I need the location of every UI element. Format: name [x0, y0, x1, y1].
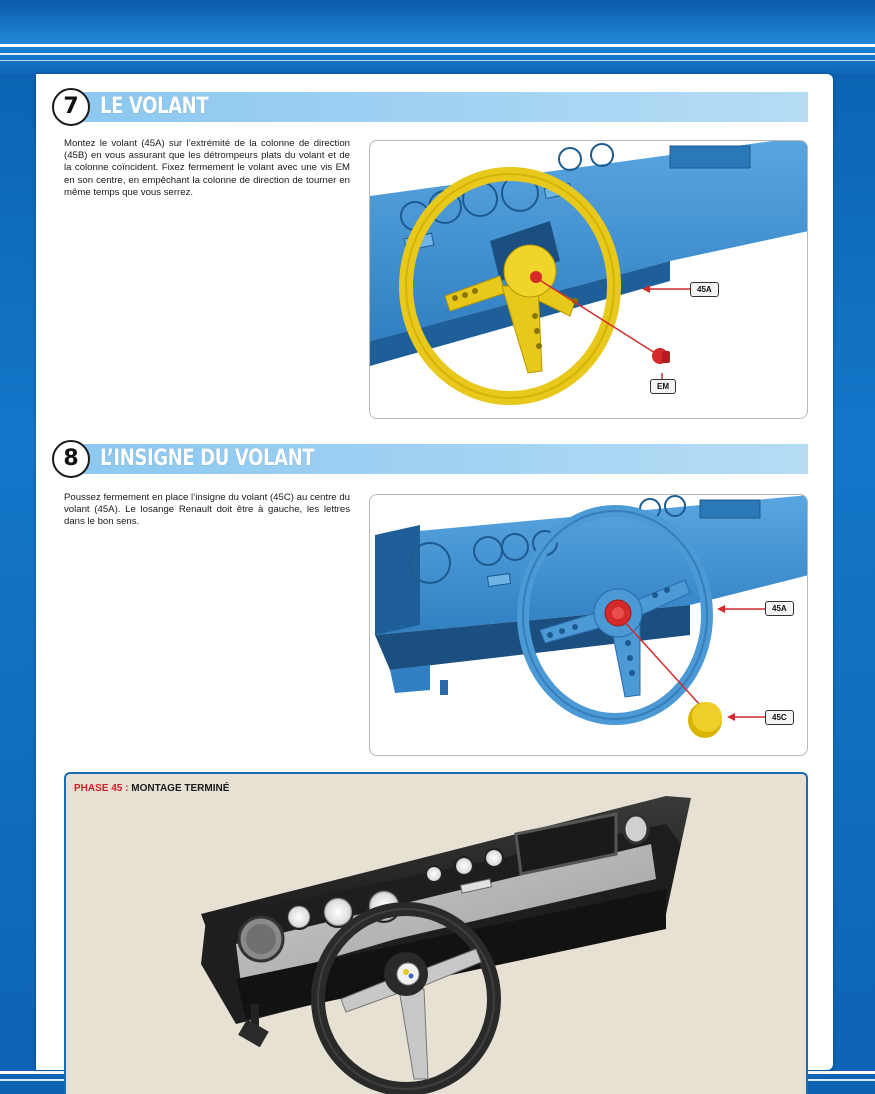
step-title: L’INSIGNE DU VOLANT [100, 446, 315, 471]
steering-wheel [399, 167, 621, 405]
step-title-bar [82, 92, 808, 122]
steering-wheel [517, 505, 713, 725]
step-title-bar [82, 444, 808, 474]
phase-title: MONTAGE TERMINÉ [131, 783, 230, 794]
callout-em: EM [650, 379, 676, 394]
step-8-instructions: Poussez fermement en place l’insigne du … [64, 492, 350, 528]
step-7-instructions: Montez le volant (45A) sur l’extrémité d… [64, 138, 350, 198]
badge-45c [688, 702, 722, 738]
callout-45c: 45C [765, 710, 794, 725]
step-7-header: 7 LE VOLANT [52, 88, 808, 126]
top-stripe [0, 44, 875, 47]
callout-45a: 45A [765, 601, 794, 616]
step-number: 8 [52, 440, 90, 478]
step-8-illustration: 45A 45C [369, 494, 808, 756]
phase-heading: PHASE 45 : MONTAGE TERMINÉ [74, 783, 229, 794]
screw-em [652, 348, 670, 364]
top-banner [0, 0, 875, 74]
steering-badge-assembly-drawing [375, 495, 807, 738]
phase-label: PHASE 45 : [74, 783, 129, 794]
step-8-header: 8 L’INSIGNE DU VOLANT [52, 440, 808, 478]
top-stripe [0, 53, 875, 55]
step-number: 7 [52, 88, 90, 126]
step-7-illustration: 45A EM [369, 140, 808, 419]
top-stripe [0, 60, 875, 61]
steering-wheel [311, 902, 501, 1094]
step-title: LE VOLANT [100, 94, 209, 119]
phase-complete-panel: PHASE 45 : MONTAGE TERMINÉ [64, 772, 808, 1094]
completed-dashboard-render [201, 796, 691, 1094]
callout-45a: 45A [690, 282, 719, 297]
steering-wheel-assembly-drawing [370, 141, 807, 405]
